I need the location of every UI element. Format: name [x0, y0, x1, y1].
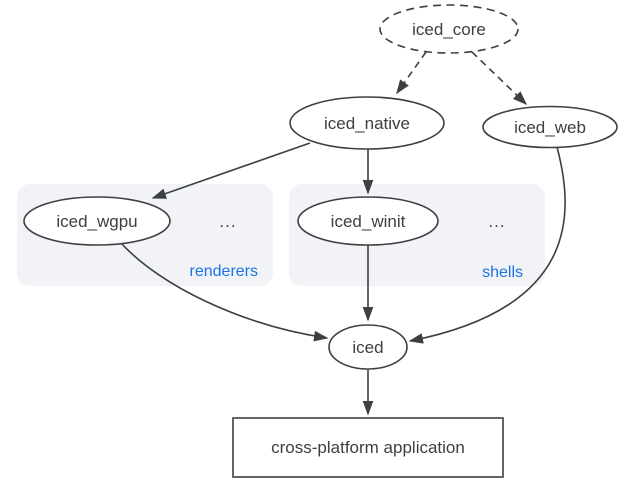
group-shells-label: shells — [482, 264, 523, 281]
node-application — [232, 417, 504, 478]
node-iced-wgpu-label: iced_wgpu — [56, 212, 137, 231]
group-renderers-label: renderers — [190, 263, 258, 280]
node-iced-wgpu — [23, 196, 171, 246]
edge-web-to-iced — [408, 146, 566, 344]
edge-core-to-web — [471, 51, 528, 105]
node-iced — [328, 324, 408, 370]
renderers-ellipsis: ... — [219, 212, 236, 231]
node-iced-web — [482, 105, 618, 149]
node-iced-winit — [297, 196, 439, 246]
node-iced-winit-label: iced_winit — [331, 212, 406, 231]
edge-wgpu-to-iced — [121, 243, 329, 342]
shells-ellipsis: ... — [488, 212, 505, 231]
node-iced-web-label: iced_web — [514, 118, 586, 137]
edge-native-to-wgpu — [151, 142, 311, 199]
node-iced-label: iced — [352, 338, 383, 357]
node-iced-core — [379, 4, 519, 54]
node-iced-core-label: iced_core — [412, 20, 486, 39]
node-iced-native-label: iced_native — [324, 114, 410, 133]
node-application-label: cross-platform application — [271, 438, 465, 457]
node-iced-native — [289, 96, 445, 150]
edge-core-to-native — [396, 51, 427, 95]
